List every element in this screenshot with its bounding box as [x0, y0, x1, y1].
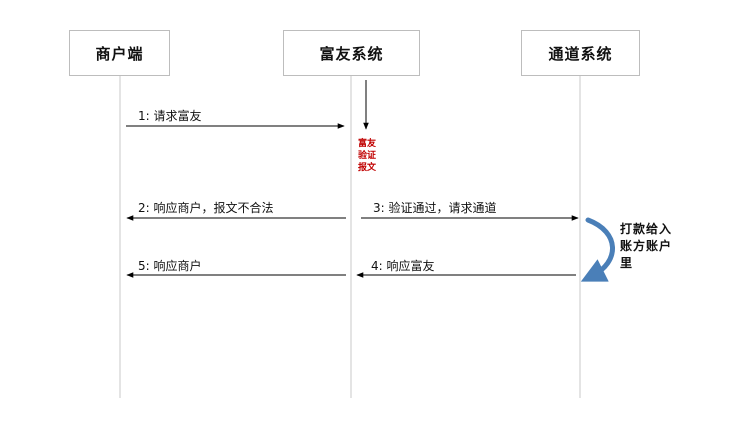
message-4-label: 4: 响应富友: [371, 259, 435, 273]
validation-note-line-3: 报文: [357, 163, 376, 173]
participant-merchant: 商户端: [69, 30, 170, 76]
validation-note-line-2: 验证: [357, 151, 376, 161]
message-5-label: 5: 响应商户: [138, 259, 202, 273]
validation-note-line-1: 富友: [357, 139, 376, 149]
participant-fuiou: 富友系统: [283, 30, 420, 76]
channel-process-curve-arrow: [580, 217, 615, 282]
message-1-label: 1: 请求富友: [138, 109, 202, 123]
participant-channel: 通道系统: [521, 30, 640, 76]
message-3-label: 3: 验证通过，请求通道: [373, 201, 497, 215]
channel-process-note-line-1: 打款给入: [620, 222, 673, 236]
message-2-label: 2: 响应商户，报文不合法: [138, 201, 274, 215]
channel-process-note-line-2: 账方账户: [620, 239, 673, 253]
channel-process-note: 打款给入 账方账户 里: [620, 221, 690, 272]
channel-process-note-line-3: 里: [620, 256, 634, 270]
